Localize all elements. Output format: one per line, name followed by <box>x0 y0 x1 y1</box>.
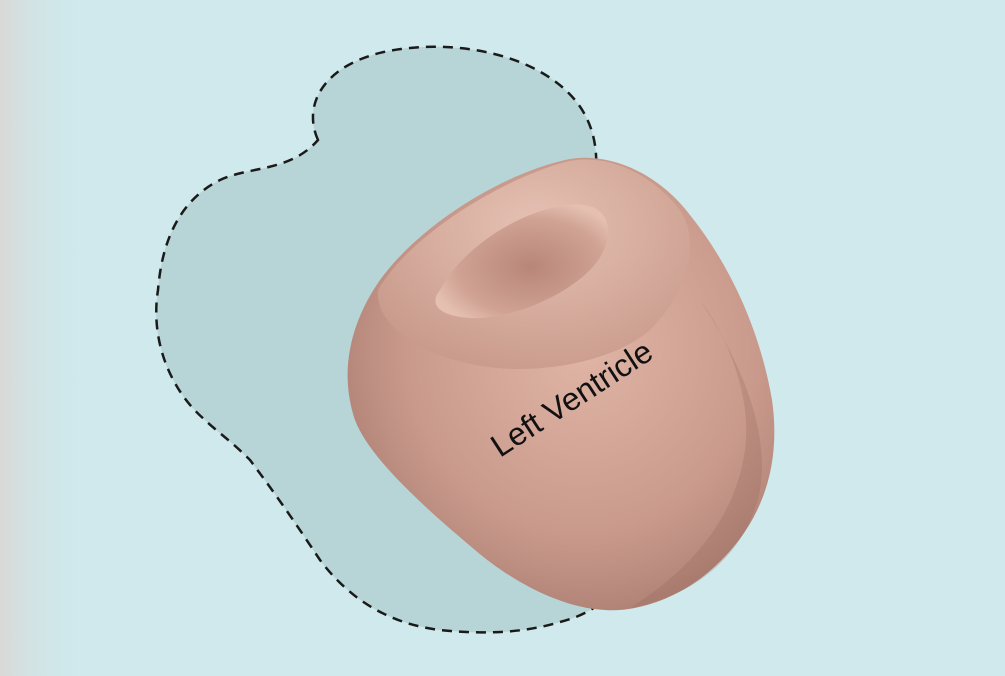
diagram-svg: Left Ventricle <box>0 0 1005 676</box>
diagram-canvas: Left Ventricle <box>0 0 1005 676</box>
